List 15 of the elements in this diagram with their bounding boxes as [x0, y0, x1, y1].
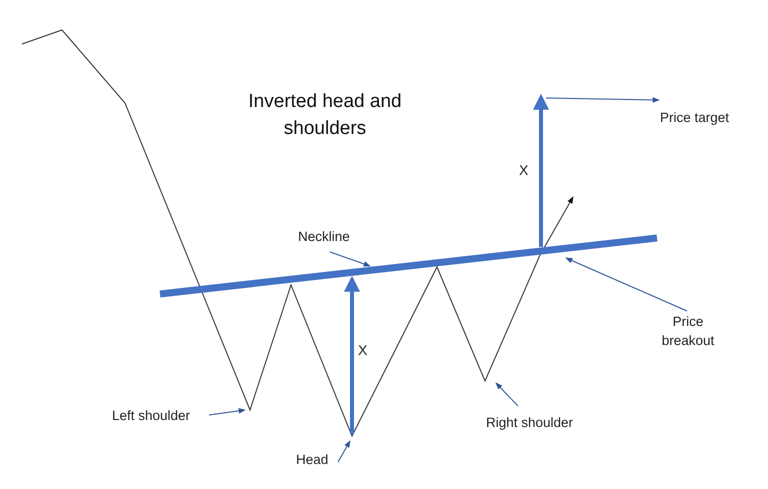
callout-label: Neckline	[298, 227, 368, 246]
leader-line	[338, 440, 350, 462]
callout-label: Right shoulder	[486, 413, 590, 432]
leader-line	[330, 252, 371, 267]
callout-label: Price target	[660, 108, 750, 127]
dimension-label: X	[358, 342, 368, 358]
callout-label: Price breakout	[648, 312, 728, 350]
title: Inverted head and shoulders	[247, 90, 403, 141]
leader-line	[546, 97, 660, 103]
dimension-label: X	[519, 162, 528, 178]
leader-line	[565, 258, 688, 312]
callout-label: Head	[296, 450, 332, 469]
leader-line	[496, 382, 518, 406]
callout-label: Left shoulder	[112, 406, 208, 425]
leader-line	[208, 408, 246, 416]
